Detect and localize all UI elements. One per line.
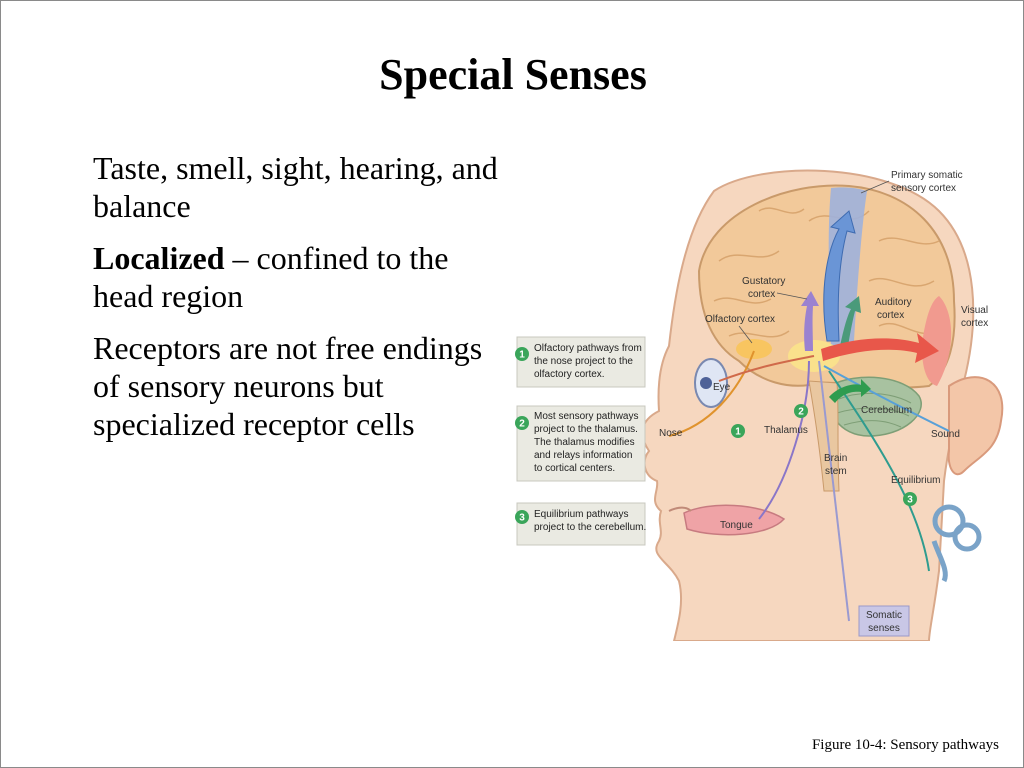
label-visual-1: Visual xyxy=(961,305,988,316)
sensory-pathways-diagram: 1 Olfactory pathways from the nose proje… xyxy=(515,169,1004,641)
inner-ear xyxy=(931,504,982,583)
olfactory-region xyxy=(736,339,772,359)
gustatory-arrow xyxy=(801,291,819,351)
eye-pupil xyxy=(700,377,712,389)
marker-3: 3 xyxy=(903,492,917,506)
leader-primary-somatic xyxy=(860,180,890,194)
svg-text:2: 2 xyxy=(798,407,804,418)
label-tongue: Tongue xyxy=(720,520,753,531)
figure-caption: Figure 10-4: Sensory pathways xyxy=(811,737,999,753)
callout-1-line-1: Olfactory pathways from xyxy=(534,343,642,354)
label-auditory-1: Auditory xyxy=(875,297,912,308)
callout-3-number: 3 xyxy=(519,513,525,524)
label-eye: Eye xyxy=(713,382,731,393)
callout-1-line-3: olfactory cortex. xyxy=(534,369,605,380)
callout-2-line-3: The thalamus modifies xyxy=(534,437,635,448)
visual-cortex-band xyxy=(922,296,952,386)
bullet-localized-term: Localized xyxy=(93,240,225,276)
label-thalamus: Thalamus xyxy=(764,425,808,436)
svg-text:1: 1 xyxy=(735,427,741,438)
callout-olfactory: 1 Olfactory pathways from the nose proje… xyxy=(515,336,646,388)
label-nose: Nose xyxy=(659,428,683,439)
ear xyxy=(947,376,1004,476)
visual-arrow xyxy=(821,333,939,363)
label-visual-2: cortex xyxy=(961,318,988,329)
label-primary-somatic-2: sensory cortex xyxy=(891,183,956,194)
label-auditory-2: cortex xyxy=(877,310,904,321)
callout-equilibrium: 3 Equilibrium pathways project to the ce… xyxy=(515,502,646,546)
callout-2-line-4: and relays information xyxy=(534,450,632,461)
callout-2-line-5: to cortical centers. xyxy=(534,463,615,474)
svg-text:3: 3 xyxy=(907,495,913,506)
label-gustatory-2: cortex xyxy=(748,289,775,300)
somatic-senses-box: Somatic senses xyxy=(858,605,910,637)
bullet-senses: Taste, smell, sight, hearing, and balanc… xyxy=(93,150,498,224)
bullet-localized-text: – confined to the head region xyxy=(93,240,449,314)
label-equilibrium: Equilibrium xyxy=(891,475,940,486)
callout-1-number: 1 xyxy=(519,350,525,361)
callout-1-line-2: the nose project to the xyxy=(534,356,633,367)
callout-3-line-1: Equilibrium pathways xyxy=(534,509,629,520)
callout-thalamus: 2 Most sensory pathways project to the t… xyxy=(515,405,646,482)
label-primary-somatic-1: Primary somatic xyxy=(891,170,963,181)
leader-gustatory xyxy=(776,292,808,300)
neural-pathways xyxy=(668,350,950,622)
label-olfactory-cortex: Olfactory cortex xyxy=(705,314,775,325)
callout-2-line-2: project to the thalamus. xyxy=(534,424,638,435)
marker-1: 1 xyxy=(731,424,745,438)
label-brain-stem-1: Brain xyxy=(824,453,847,464)
label-gustatory-1: Gustatory xyxy=(742,276,785,287)
label-brain-stem-2: stem xyxy=(825,466,847,477)
auditory-arrow xyxy=(839,296,861,353)
bullet-list: Taste, smell, sight, hearing, and balanc… xyxy=(93,149,503,457)
leader-olfactory xyxy=(738,325,753,344)
mouth-line xyxy=(668,506,692,512)
tongue-shape xyxy=(683,504,786,536)
bullet-receptors: Receptors are not free endings of sensor… xyxy=(93,330,483,442)
somatic-arrow xyxy=(823,210,856,342)
bullet-localized: Localized – confined to the head region xyxy=(93,239,503,315)
slide-title: Special Senses xyxy=(379,50,647,99)
label-sound: Sound xyxy=(931,429,960,440)
marker-2: 2 xyxy=(794,404,808,418)
callout-2-number: 2 xyxy=(519,419,525,430)
somatic-senses-line-2: senses xyxy=(868,623,900,634)
callout-2-line-1: Most sensory pathways xyxy=(534,411,639,422)
somatic-senses-line-1: Somatic xyxy=(866,610,902,621)
cerebellum-arrow xyxy=(829,379,871,403)
label-cerebellum: Cerebellum xyxy=(861,405,912,416)
callout-3-line-2: project to the cerebellum. xyxy=(534,522,646,533)
